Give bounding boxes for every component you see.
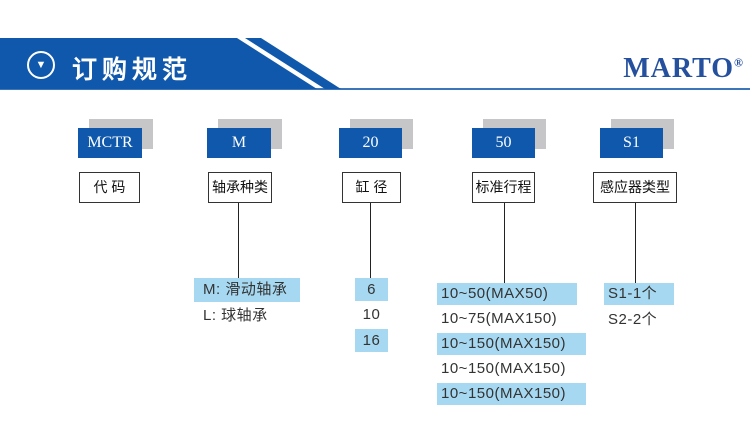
banner-shape-svg	[0, 38, 341, 89]
code-box-model: MCTR	[78, 128, 142, 158]
option-sensor-s1: S1-1个	[604, 283, 674, 305]
down-triangle-icon: ▼	[27, 51, 55, 79]
banner-accent-sliver	[245, 38, 341, 89]
banner-shape	[0, 38, 317, 89]
label-box-bore: 缸 径	[342, 172, 401, 203]
section-header-banner: ▼ 订购规范	[0, 38, 345, 89]
option-sensor-s2: S2-2个	[608, 311, 658, 328]
code-box-bearing: M	[207, 128, 271, 158]
option-bearing-sliding: M: 滑动轴承	[194, 278, 300, 302]
connector-stroke	[504, 203, 505, 283]
option-stroke-2: 10~75(MAX150)	[441, 310, 558, 327]
option-bore-6: 6	[355, 278, 388, 301]
label-box-bearing: 轴承种类	[208, 172, 272, 203]
option-stroke-3: 10~150(MAX150)	[437, 333, 586, 355]
code-box-stroke: 50	[472, 128, 535, 158]
header-underline	[0, 88, 750, 90]
option-bore-16: 16	[355, 329, 388, 352]
option-stroke-4: 10~150(MAX150)	[441, 360, 566, 377]
code-box-sensor: S1	[600, 128, 663, 158]
option-stroke-1: 10~50(MAX50)	[437, 283, 577, 305]
registered-trademark-icon: ®	[734, 55, 744, 70]
page-title: 订购规范	[72, 56, 193, 84]
option-bearing-ball: L: 球轴承	[203, 307, 268, 324]
connector-bore	[370, 203, 371, 278]
label-box-sensor: 感应器类型	[593, 172, 677, 203]
code-box-bore: 20	[339, 128, 402, 158]
brand-text: MARTO	[623, 53, 735, 84]
option-stroke-5: 10~150(MAX150)	[437, 383, 586, 405]
connector-sensor	[635, 203, 636, 283]
label-box-model: 代 码	[79, 172, 140, 203]
brand-logo: MARTO®	[623, 53, 744, 85]
label-box-stroke: 标准行程	[472, 172, 535, 203]
option-bore-10: 10	[362, 306, 381, 323]
connector-bearing	[238, 203, 239, 278]
